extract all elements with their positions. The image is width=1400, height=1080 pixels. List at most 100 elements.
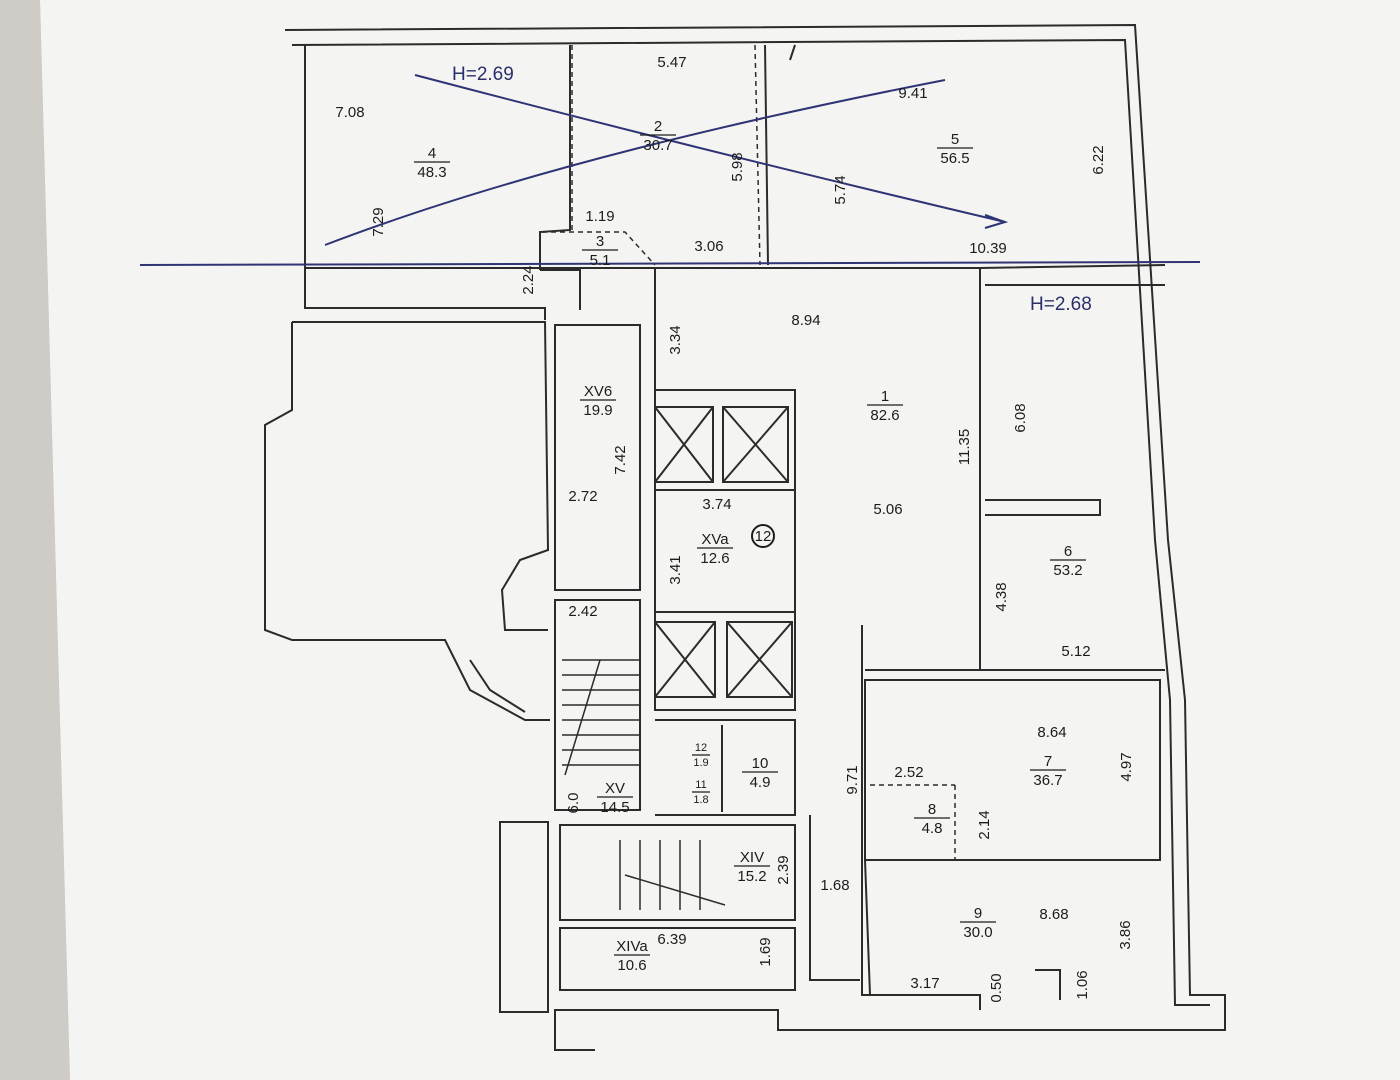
paper-background — [40, 0, 1400, 1080]
dimension-label: 2.39 — [775, 855, 792, 884]
dimension-label: 8.64 — [1037, 724, 1066, 741]
room-xiv-label: XIV 15.2 — [734, 849, 770, 885]
dimension-label: 6.08 — [1012, 403, 1029, 432]
dimension-label: 2.24 — [520, 265, 537, 294]
room-xiv-area: 15.2 — [737, 868, 766, 885]
dimension-label: 2.72 — [568, 488, 597, 505]
room-xiva-label: XIVa 10.6 — [614, 938, 650, 974]
dimension-label: 9.41 — [898, 85, 927, 102]
dimension-label: 2.42 — [568, 603, 597, 620]
dimension-label: 1.69 — [757, 937, 774, 966]
room-8-label: 84.8 — [914, 801, 950, 837]
dimension-label: 3.34 — [667, 325, 684, 354]
room-10-label: 104.9 — [742, 755, 778, 791]
room-1-label: 182.6 — [867, 388, 903, 424]
dimension-label: 4.38 — [993, 582, 1010, 611]
room-4-label: 448.3 — [414, 145, 450, 181]
circled-marker-label: 12 — [755, 528, 772, 545]
room-3-area: 5.1 — [590, 252, 611, 269]
room-xva-number: XVa — [701, 531, 729, 548]
room-2-number: 2 — [654, 118, 662, 135]
dimension-label: 7.08 — [335, 104, 364, 121]
room-7-area: 36.7 — [1033, 772, 1062, 789]
dimension-label: 5.06 — [873, 501, 902, 518]
dimension-label: 8.68 — [1039, 906, 1068, 923]
stair-treads — [562, 659, 726, 910]
dimension-label: 5.74 — [832, 175, 849, 204]
room-xv6-number: XV6 — [584, 383, 612, 400]
dimension-label: 9.71 — [844, 765, 861, 794]
dimension-label: 1.06 — [1074, 970, 1091, 999]
room-4-number: 4 — [428, 145, 436, 162]
room-1-number: 1 — [881, 388, 889, 405]
room-7-number: 7 — [1044, 753, 1052, 770]
room-8-number: 8 — [928, 801, 936, 818]
room-3-label: 35.1 — [582, 233, 618, 269]
room-6-area: 53.2 — [1053, 562, 1082, 579]
room-6-number: 6 — [1064, 543, 1072, 560]
room-4-area: 48.3 — [417, 164, 446, 181]
dashed-partitions — [542, 44, 956, 860]
room-9-number: 9 — [974, 905, 982, 922]
room-12-label: 121.9 — [692, 742, 710, 769]
room-xiva-area: 10.6 — [617, 957, 646, 974]
room-xv6-label: XV6 19.9 — [580, 383, 616, 419]
dimension-label: 3.06 — [694, 238, 723, 255]
dimension-label: 10.39 — [969, 240, 1007, 257]
ceiling-height-left: H=2.69 — [452, 64, 514, 85]
room-5-label: 556.5 — [937, 131, 973, 167]
dimension-label: 5.47 — [657, 54, 686, 71]
dimension-label: 4.97 — [1118, 752, 1135, 781]
room-xva-label: XVa 12.6 — [697, 531, 733, 567]
room-xv-number: XV — [605, 780, 625, 797]
room-8-area: 4.8 — [922, 820, 943, 837]
dimension-label: 6.0 — [565, 793, 582, 814]
dimension-label: 3.17 — [910, 975, 939, 992]
dimension-label: 2.52 — [894, 764, 923, 781]
dimension-label: 11.35 — [956, 429, 973, 465]
room-2-area: 30.7 — [643, 137, 672, 154]
room-xiv-number: XIV — [740, 849, 764, 866]
room-9-label: 930.0 — [960, 905, 996, 941]
dimension-label: 1.19 — [585, 208, 614, 225]
room-9-area: 30.0 — [963, 924, 992, 941]
room-xva-area: 12.6 — [700, 550, 729, 567]
room-12-area: 1.9 — [693, 757, 708, 769]
room-7-label: 736.7 — [1030, 753, 1066, 789]
room-xv6-area: 19.9 — [583, 402, 612, 419]
paper-shadow — [0, 0, 70, 1080]
dimension-label: 7.42 — [612, 445, 629, 474]
room-6-label: 653.2 — [1050, 543, 1086, 579]
room-3-number: 3 — [596, 233, 604, 250]
room-11-number: 11 — [695, 779, 706, 791]
room-10-area: 4.9 — [750, 774, 771, 791]
room-5-area: 56.5 — [940, 150, 969, 167]
room-xiva-number: XIVa — [616, 938, 648, 955]
dimension-label: 1.68 — [820, 877, 849, 894]
ceiling-height-right: H=2.68 — [1030, 294, 1092, 315]
dimension-label: 6.39 — [657, 931, 686, 948]
dimension-label: 8.94 — [791, 312, 820, 329]
room-11-label: 111.8 — [692, 779, 710, 806]
room-5-number: 5 — [951, 131, 959, 148]
dimension-label: 7.29 — [370, 207, 387, 236]
room-1-area: 82.6 — [870, 407, 899, 424]
dimension-label: 2.14 — [976, 810, 993, 839]
dimension-label: 3.41 — [667, 555, 684, 584]
room-2-label: 230.7 — [640, 118, 676, 154]
room-xv-area: 14.5 — [600, 799, 629, 816]
room-10-number: 10 — [752, 755, 769, 772]
wall-lines — [264, 23, 1226, 1051]
pen-markings — [139, 74, 1201, 266]
elevator-shafts — [654, 406, 793, 698]
dimension-label: 6.22 — [1090, 145, 1107, 174]
dimension-label: 0.50 — [988, 973, 1005, 1002]
room-xv-label: XV 14.5 — [597, 780, 633, 816]
dimension-label: 3.86 — [1117, 920, 1134, 949]
room-12-number: 12 — [695, 742, 707, 754]
dimension-label: 3.74 — [702, 496, 731, 513]
circled-marker — [751, 524, 775, 548]
